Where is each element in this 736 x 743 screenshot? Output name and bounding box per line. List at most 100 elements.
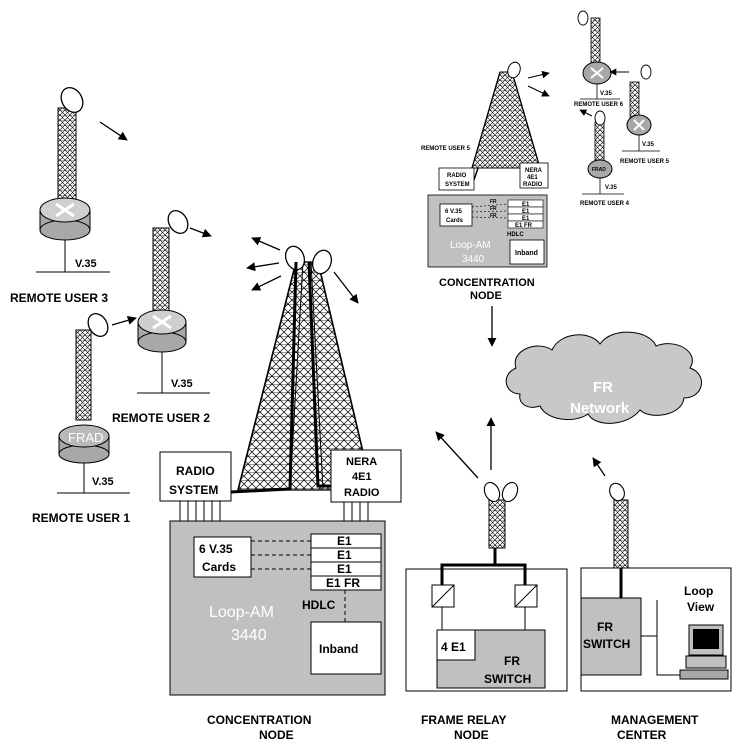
inband-label: Inband bbox=[319, 642, 358, 656]
remote-user-4-v35: V.35 bbox=[605, 185, 617, 191]
remote-user-1-tower bbox=[75, 329, 92, 421]
remote-user-1-site: FRAD V.35 REMOTE USER 1 bbox=[32, 313, 137, 525]
fr-switch-label-1: FR bbox=[504, 654, 520, 668]
top-node-nera-radio bbox=[519, 162, 549, 189]
top-node-caption-2: NODE bbox=[470, 290, 502, 302]
top-node-caption-1: CONCENTRATION bbox=[439, 277, 535, 289]
remote-user-4-dish-icon bbox=[594, 110, 606, 126]
mgmt-switch-label: SWITCH bbox=[583, 637, 630, 651]
frame-relay-node: 4 E1 FR SWITCH FRAME RELAY NODE bbox=[405, 417, 568, 742]
frad-device-icon: FRAD bbox=[58, 424, 110, 464]
main-node-nera-radio bbox=[330, 449, 402, 503]
remote-user-5-right-label: REMOTE USER 5 bbox=[620, 159, 670, 165]
e1-port-2: E1 bbox=[337, 548, 352, 562]
top-loop-am-model: 3440 bbox=[462, 254, 485, 265]
fr-switch-label-2: SWITCH bbox=[484, 672, 531, 686]
remote-user-6-router-icon bbox=[582, 61, 612, 85]
main-node-caption-1: CONCENTRATION bbox=[207, 713, 311, 727]
top-cards-label: Cards bbox=[446, 218, 464, 224]
remote-user-5-dish-icon bbox=[640, 64, 652, 80]
remote-user-1-label: REMOTE USER 1 bbox=[32, 511, 130, 525]
mgmt-caption-2: CENTER bbox=[617, 728, 667, 742]
remote-user-5-router-icon bbox=[626, 114, 652, 136]
inband-module bbox=[310, 621, 382, 675]
remote-user-3-label: REMOTE USER 3 bbox=[10, 291, 108, 305]
remote-user-6-label: REMOTE USER 6 bbox=[574, 102, 624, 108]
fr-network-label-1: FR bbox=[593, 379, 613, 396]
top-radio-label: RADIO bbox=[447, 173, 467, 179]
main-node-system-label: SYSTEM bbox=[169, 483, 218, 497]
remote-user-2-site: V.35 REMOTE USER 2 bbox=[112, 210, 212, 425]
mgmt-fr-label: FR bbox=[597, 620, 613, 634]
remote-user-6-dish-icon bbox=[577, 10, 589, 26]
remote-user-5-v35: V.35 bbox=[642, 142, 654, 148]
main-node-4e1-label: 4E1 bbox=[352, 471, 372, 483]
top-fr-label-2: FR bbox=[490, 206, 497, 212]
remote-user-2-v35: V.35 bbox=[171, 378, 193, 390]
v35-cards-module bbox=[193, 536, 252, 578]
e1-fr-port: E1 FR bbox=[326, 576, 360, 590]
e1-port-1: E1 bbox=[337, 534, 352, 548]
fr-node-caption-1: FRAME RELAY bbox=[421, 713, 507, 727]
remote-user-1-v35: V.35 bbox=[92, 476, 114, 488]
remote-user-4-frad-label: FRAD bbox=[592, 167, 606, 173]
four-e1-label: 4 E1 bbox=[441, 640, 466, 654]
fr-network-cloud: FR Network bbox=[505, 331, 702, 424]
remote-user-3-v35: V.35 bbox=[75, 258, 97, 270]
top-loop-am-label: Loop-AM bbox=[450, 240, 491, 251]
management-center: FR SWITCH Loop View MANAGEMENT CENTER bbox=[580, 457, 732, 742]
top-node-radio-system bbox=[438, 167, 475, 191]
fr-network-label-2: Network bbox=[570, 400, 630, 417]
main-node-nera-label: NERA bbox=[346, 456, 377, 468]
remote-user-4-frad-icon: FRAD bbox=[587, 159, 613, 179]
hdlc-label: HDLC bbox=[302, 598, 336, 612]
fr-node-dish-left-icon bbox=[483, 481, 501, 503]
loop-view-computer-icon bbox=[679, 624, 729, 680]
fr-node-dish-right-icon bbox=[501, 481, 519, 503]
remote-user-3-tower bbox=[57, 107, 77, 213]
remote-user-6-v35: V.35 bbox=[600, 91, 612, 97]
mgmt-dish-icon bbox=[609, 482, 625, 502]
top-e1-port-2: E1 bbox=[522, 209, 530, 215]
remote-user-2-dish-icon bbox=[167, 210, 189, 234]
top-e1-port-1: E1 bbox=[522, 202, 530, 208]
top-fr-label-3: FR bbox=[490, 213, 497, 219]
remote-user-3-site: V.35 REMOTE USER 3 bbox=[10, 87, 128, 305]
four-e1-module bbox=[436, 629, 476, 661]
remote-user-3-dish-icon bbox=[60, 87, 84, 113]
remote-user-1-dish-icon bbox=[87, 313, 109, 337]
main-tower-dish-left-icon bbox=[284, 245, 306, 271]
top-hdlc-label: HDLC bbox=[507, 232, 524, 238]
loop-am-label: Loop-AM bbox=[209, 604, 274, 621]
v35-cards-label: 6 V.35 bbox=[199, 542, 233, 556]
remote-user-2-router-icon bbox=[137, 309, 187, 353]
top-remote-users: V.35 REMOTE USER 6 V.35 REMOTE USER 5 FR… bbox=[574, 10, 670, 207]
top-radio2-label: RADIO bbox=[523, 182, 543, 188]
fr-node-caption-2: NODE bbox=[454, 728, 489, 742]
mgmt-fr-switch bbox=[580, 597, 642, 676]
top-fr-label-1: FR bbox=[490, 199, 497, 205]
top-concentration-node: REMOTE USER 5 RADIO SYSTEM NERA 4E1 RADI… bbox=[421, 61, 550, 347]
top-system-label: SYSTEM bbox=[445, 182, 470, 188]
main-node-radio-label: RADIO bbox=[176, 464, 215, 478]
main-node-caption-2: NODE bbox=[259, 728, 294, 742]
top-4e1-label: 4E1 bbox=[527, 175, 538, 181]
loop-am-model: 3440 bbox=[231, 627, 267, 644]
e1-port-3: E1 bbox=[337, 562, 352, 576]
loop-view-label-2: View bbox=[687, 600, 715, 614]
remote-user-2-label: REMOTE USER 2 bbox=[112, 411, 210, 425]
main-node-radio-system bbox=[159, 451, 232, 502]
top-node-dish-icon bbox=[507, 61, 521, 79]
top-e1-fr-port: E1 FR bbox=[515, 223, 533, 229]
main-tower-dish-right-icon bbox=[311, 249, 333, 275]
cards-label: Cards bbox=[202, 560, 236, 574]
mgmt-caption-1: MANAGEMENT bbox=[611, 713, 699, 727]
main-concentration-node: RADIO SYSTEM NERA 4E1 RADIO 6 V.35 Cards bbox=[159, 261, 402, 742]
remote-user-4-label: REMOTE USER 4 bbox=[580, 201, 630, 207]
loop-view-label-1: Loop bbox=[684, 584, 713, 598]
top-remote-user-5-label: REMOTE USER 5 bbox=[421, 146, 471, 152]
remote-user-3-router-icon bbox=[39, 197, 91, 241]
main-node-radio2-label: RADIO bbox=[344, 487, 380, 499]
frad-label: FRAD bbox=[68, 430, 103, 445]
